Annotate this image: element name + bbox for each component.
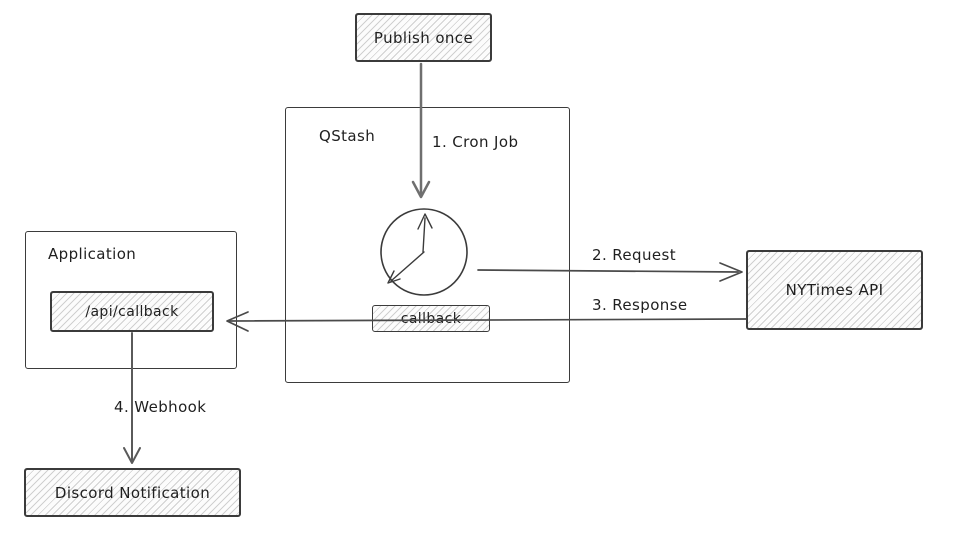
qstash-label: QStash bbox=[319, 127, 376, 145]
discord-notification-box: Discord Notification bbox=[24, 468, 241, 517]
qstash-container-box: QStash bbox=[285, 107, 570, 383]
application-label: Application bbox=[48, 245, 137, 263]
request-label: 2. Request bbox=[592, 246, 677, 264]
callback-label: callback bbox=[400, 310, 462, 327]
publish-once-box: Publish once bbox=[355, 13, 492, 62]
api-callback-box: /api/callback bbox=[50, 291, 214, 332]
callback-box: callback bbox=[372, 305, 490, 332]
discord-notification-label: Discord Notification bbox=[54, 483, 211, 502]
response-label: 3. Response bbox=[592, 296, 688, 314]
nytimes-api-label: NYTimes API bbox=[785, 281, 884, 299]
cron-job-label: 1. Cron Job bbox=[432, 133, 519, 151]
api-callback-label: /api/callback bbox=[85, 303, 179, 320]
publish-once-label: Publish once bbox=[373, 28, 474, 47]
nytimes-api-box: NYTimes API bbox=[746, 250, 923, 330]
webhook-label: 4. Webhook bbox=[114, 398, 207, 416]
